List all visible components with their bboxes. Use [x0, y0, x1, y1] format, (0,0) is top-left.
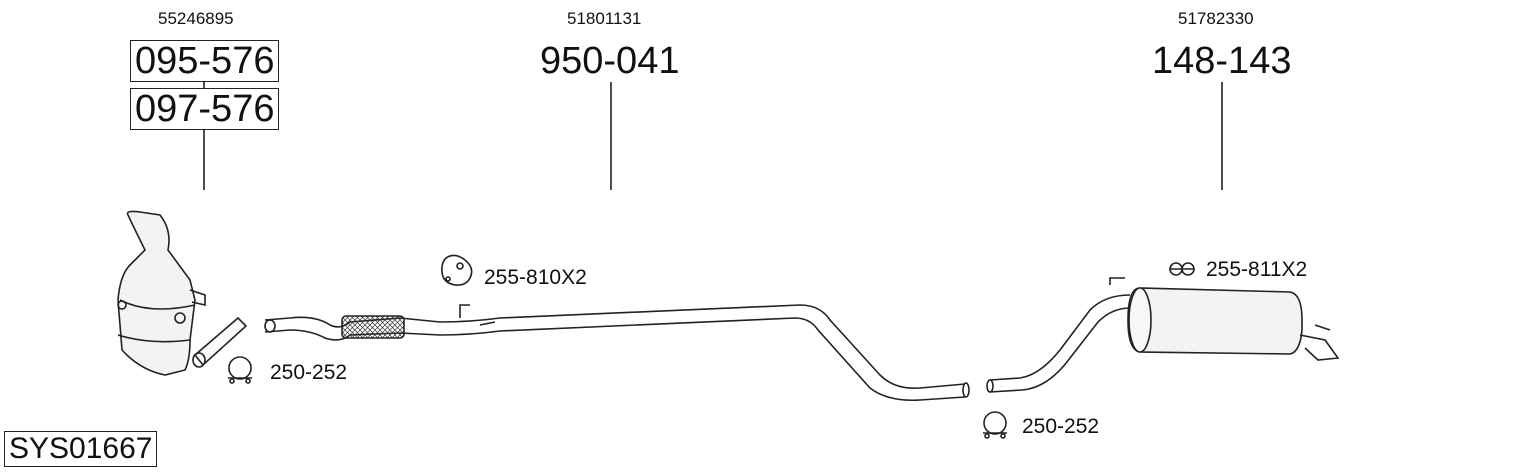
- accessory-label[interactable]: 255-811X2: [1206, 258, 1308, 281]
- inlet-pipe-drawing: [192, 316, 248, 368]
- rear-silencer-drawing: [986, 277, 1340, 393]
- particulate-filter-drawing: [117, 210, 206, 376]
- oe-number: 51801131: [567, 9, 642, 28]
- rubber-ring-hanger-icon: [1169, 262, 1195, 276]
- system-id: SYS01667: [4, 431, 158, 467]
- accessory-label[interactable]: 250-252: [1022, 415, 1100, 438]
- part-number-link[interactable]: 095-576: [130, 40, 280, 82]
- accessory-label[interactable]: 250-252: [270, 361, 348, 384]
- front-pipe-drawing: [264, 304, 970, 402]
- part-number-link[interactable]: 950-041: [540, 40, 680, 82]
- oe-number: 55246895: [158, 9, 234, 28]
- pipe-clamp-icon: [983, 411, 1007, 439]
- part-number-link[interactable]: 148-143: [1152, 40, 1292, 82]
- pipe-clamp-icon: [228, 356, 252, 384]
- oe-number: 51782330: [1178, 9, 1254, 28]
- accessory-label[interactable]: 255-810X2: [484, 266, 587, 289]
- rubber-hanger-icon: [441, 254, 473, 286]
- part-number-link[interactable]: 097-576: [130, 88, 280, 130]
